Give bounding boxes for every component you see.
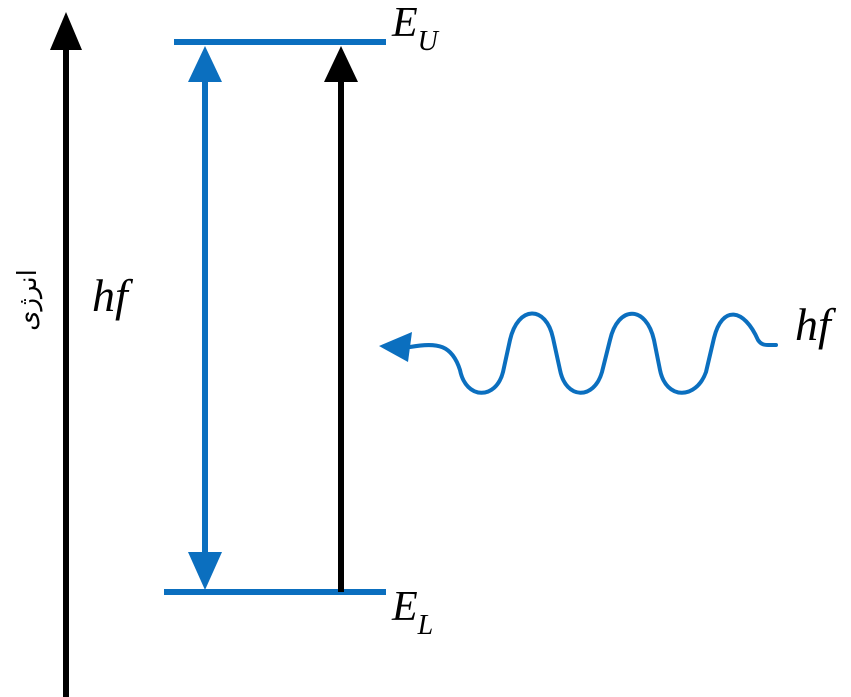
- absorption-arrowhead: [324, 46, 358, 82]
- upper-level-label: EU: [391, 0, 440, 57]
- energy-axis-label: انرژی: [13, 269, 43, 331]
- energy-axis-arrowhead: [50, 12, 82, 50]
- blue-double-arrow: [188, 46, 222, 590]
- upper-level-letter: E: [391, 0, 418, 46]
- lower-level-subscript: L: [417, 610, 434, 641]
- photon-energy-label: hf: [795, 299, 837, 350]
- upper-level-subscript: U: [418, 26, 440, 57]
- photon-wave: [408, 311, 778, 395]
- absorption-arrow: [324, 46, 358, 592]
- lower-level-label: EL: [391, 584, 433, 641]
- transition-energy-label: hf: [92, 270, 134, 321]
- lower-level-letter: E: [391, 584, 418, 630]
- incoming-photon: [379, 311, 778, 395]
- blue-arrowhead-up: [188, 46, 222, 82]
- blue-arrowhead-down: [188, 552, 222, 590]
- energy-axis: [50, 12, 82, 697]
- photon-arrowhead: [379, 332, 412, 362]
